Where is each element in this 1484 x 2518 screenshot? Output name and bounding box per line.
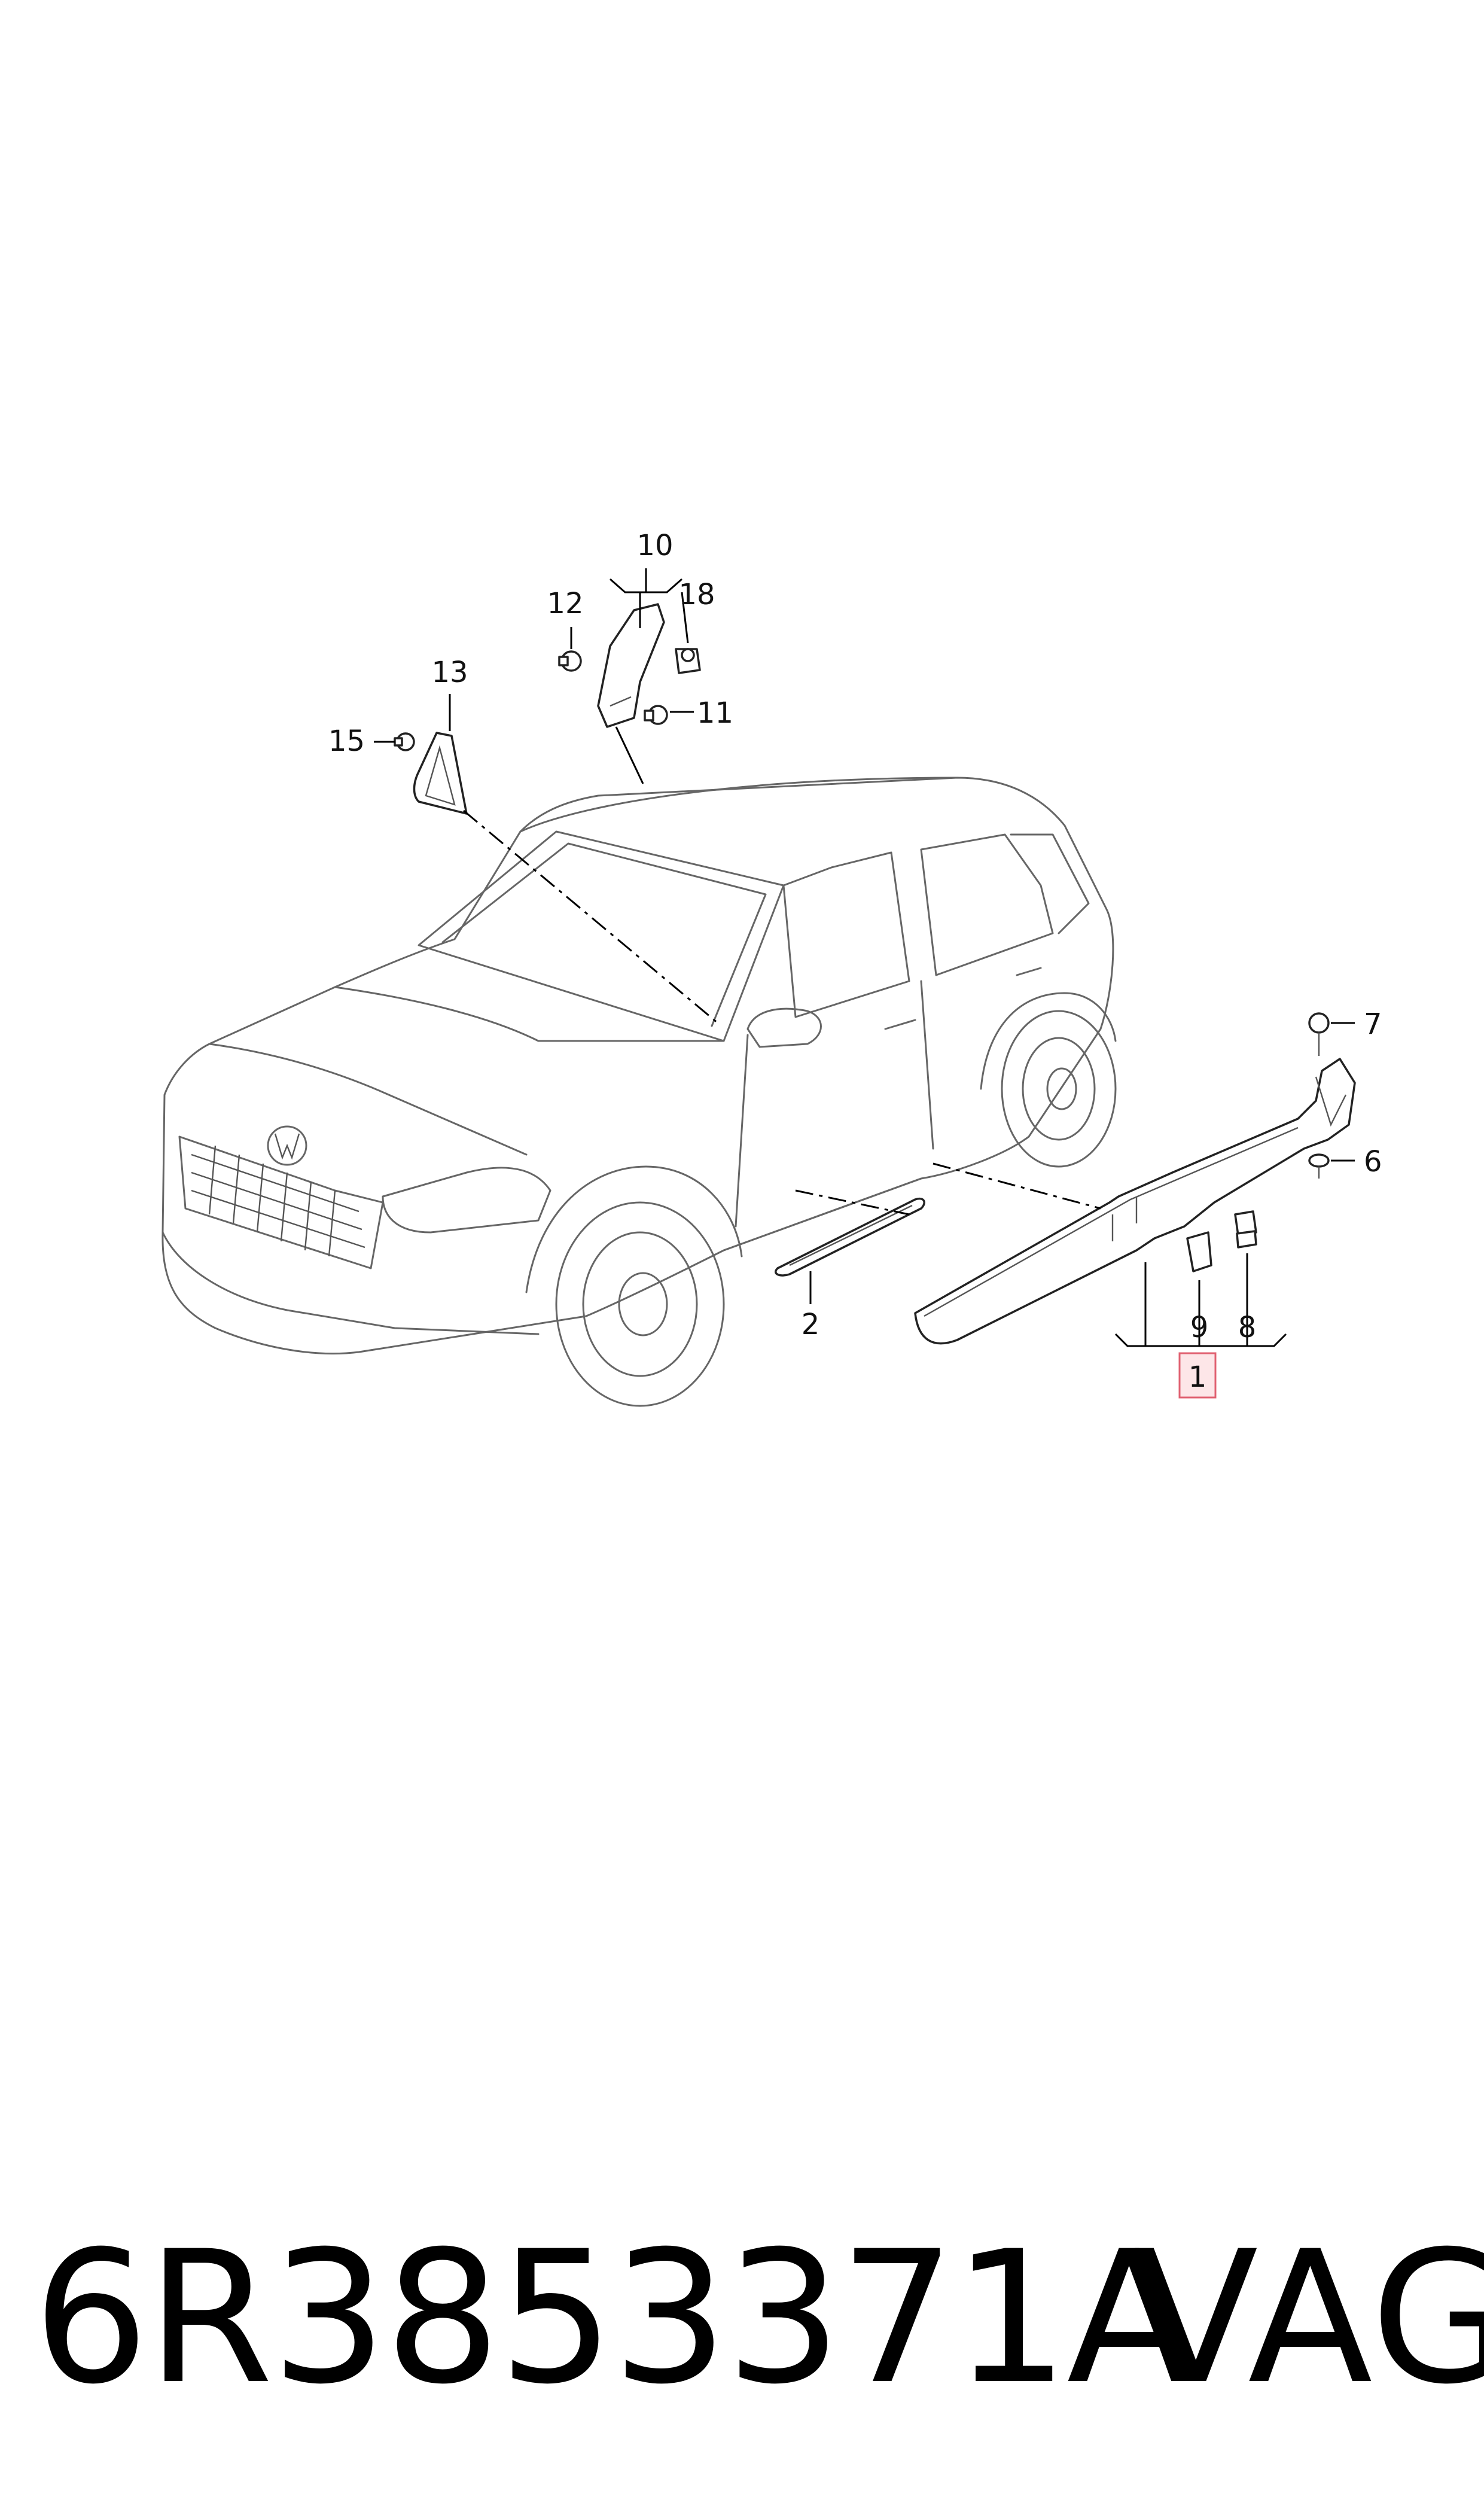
car-illustration: [161, 777, 1117, 1407]
part-number: 6R3853371A: [33, 2212, 1192, 2424]
callout-1-highlight: [1178, 1352, 1217, 1399]
callout-9: 9: [1190, 1311, 1209, 1344]
callout-1: 1: [1189, 1360, 1207, 1394]
clip-12: [558, 650, 582, 672]
clip-15: [394, 732, 415, 751]
clip-9: [1186, 1231, 1212, 1272]
triangle-trim-part: [413, 732, 468, 815]
callout-15: 15: [328, 724, 365, 758]
clip-18: [675, 648, 701, 674]
exploded-parts-diagram: 10 12 18 11 13 15 2 7 6 9 8 1: [161, 529, 1382, 1407]
callout-13: 13: [431, 656, 468, 689]
callout-2: 2: [802, 1308, 820, 1341]
screw-7: [1308, 1012, 1330, 1056]
callout-8: 8: [1238, 1311, 1257, 1344]
callout-11: 11: [697, 696, 733, 730]
nut-6: [1308, 1153, 1330, 1179]
clip-8: [1234, 1210, 1257, 1249]
callout-18: 18: [678, 578, 715, 611]
callout-6: 6: [1364, 1145, 1382, 1179]
callout-12: 12: [547, 587, 583, 620]
callout-7: 7: [1364, 1007, 1382, 1041]
callout-10: 10: [636, 529, 673, 562]
clip-11: [644, 705, 668, 725]
sill-panel-part: [914, 1058, 1356, 1345]
brand-name: VAG: [1133, 2212, 1484, 2424]
pillar-trim-part: [597, 603, 665, 728]
caption-bar: 6R3853371A VAG: [33, 2212, 1484, 2424]
